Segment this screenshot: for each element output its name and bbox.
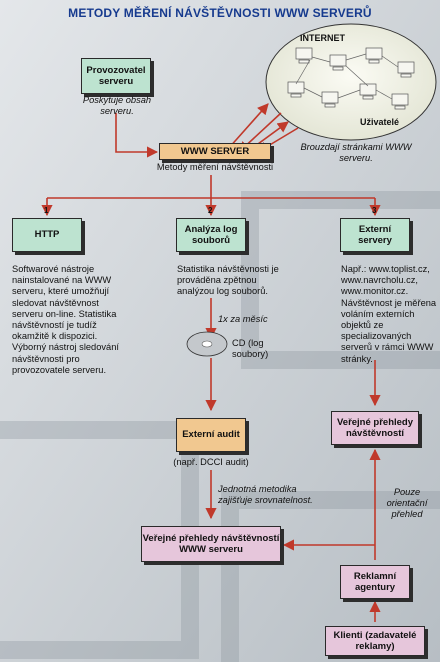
www-server-label: WWW SERVER — [180, 145, 250, 157]
method-external-box: Externí servery — [340, 218, 410, 252]
method-external-label: Externí servery — [358, 223, 392, 247]
external-audit-label: Externí audit — [182, 429, 240, 441]
internet-computers — [287, 47, 415, 110]
users-label: Uživatelé — [360, 117, 400, 127]
clients-label: Klienti (zadavatelé reklamy) — [333, 629, 417, 653]
ad-agencies-box: Reklamní agentury — [340, 565, 410, 599]
ad-agencies-label: Reklamní agentury — [353, 570, 397, 594]
internet-label: INTERNET — [300, 33, 345, 43]
method-http-label: HTTP — [34, 229, 60, 241]
uniform-method-note: Jednotná metodika zajišťuje srovnatelnos… — [218, 484, 313, 506]
provider-caption: Poskytuje obsah serveru. — [82, 95, 152, 117]
public-overview-server-box: Veřejné přehledy návštěvností WWW server… — [141, 526, 281, 562]
method-log-box: Analýza log souborů — [176, 218, 246, 252]
www-server-caption: Metody měření návštěvnosti — [156, 162, 274, 172]
www-server-box: WWW SERVER — [159, 143, 271, 160]
traffic-arrow-1 — [227, 103, 269, 150]
external-audit-box: Externí audit — [176, 418, 246, 452]
public-overview-box: Veřejné přehledy návštěvností — [331, 411, 419, 445]
method-log-label: Analýza log souborů — [184, 223, 238, 247]
internet-network-lines — [295, 53, 399, 100]
method-number-1: 1 — [44, 206, 49, 215]
orientation-note: Pouze orientační přehled — [386, 487, 428, 520]
public-overview-server-label: Veřejné přehledy návštěvností WWW server… — [142, 532, 280, 556]
method-http-description: Softwarové nástroje nainstalované na WWW… — [12, 264, 119, 375]
monthly-label: 1x za měsíc — [218, 314, 268, 324]
method-log-description: Statistika návštěvnosti je prováděna zpě… — [177, 264, 279, 297]
cd-label: CD (log soubory) — [232, 338, 269, 360]
public-overview-label: Veřejné přehledy návštěvností — [336, 416, 414, 440]
provider-label: Provozovatel serveru — [86, 64, 146, 88]
method-number-2: 2 — [208, 206, 213, 215]
provider-arrow — [115, 113, 159, 158]
method-http-box: HTTP — [12, 218, 82, 252]
page-title: METODY MĚŘENÍ NÁVŠTĚVNOSTI WWW SERVERŮ — [68, 6, 372, 20]
method-number-3: 3 — [372, 206, 377, 215]
audit-example: (např. DCCI audit) — [173, 457, 249, 467]
clients-box: Klienti (zadavatelé reklamy) — [325, 626, 425, 656]
internet-caption: Brouzdají stránkami WWW serveru. — [300, 142, 412, 164]
provider-box: Provozovatel serveru — [81, 58, 151, 94]
method-external-description: Např.: www.toplist.cz, www.navrcholu.cz,… — [341, 264, 437, 364]
